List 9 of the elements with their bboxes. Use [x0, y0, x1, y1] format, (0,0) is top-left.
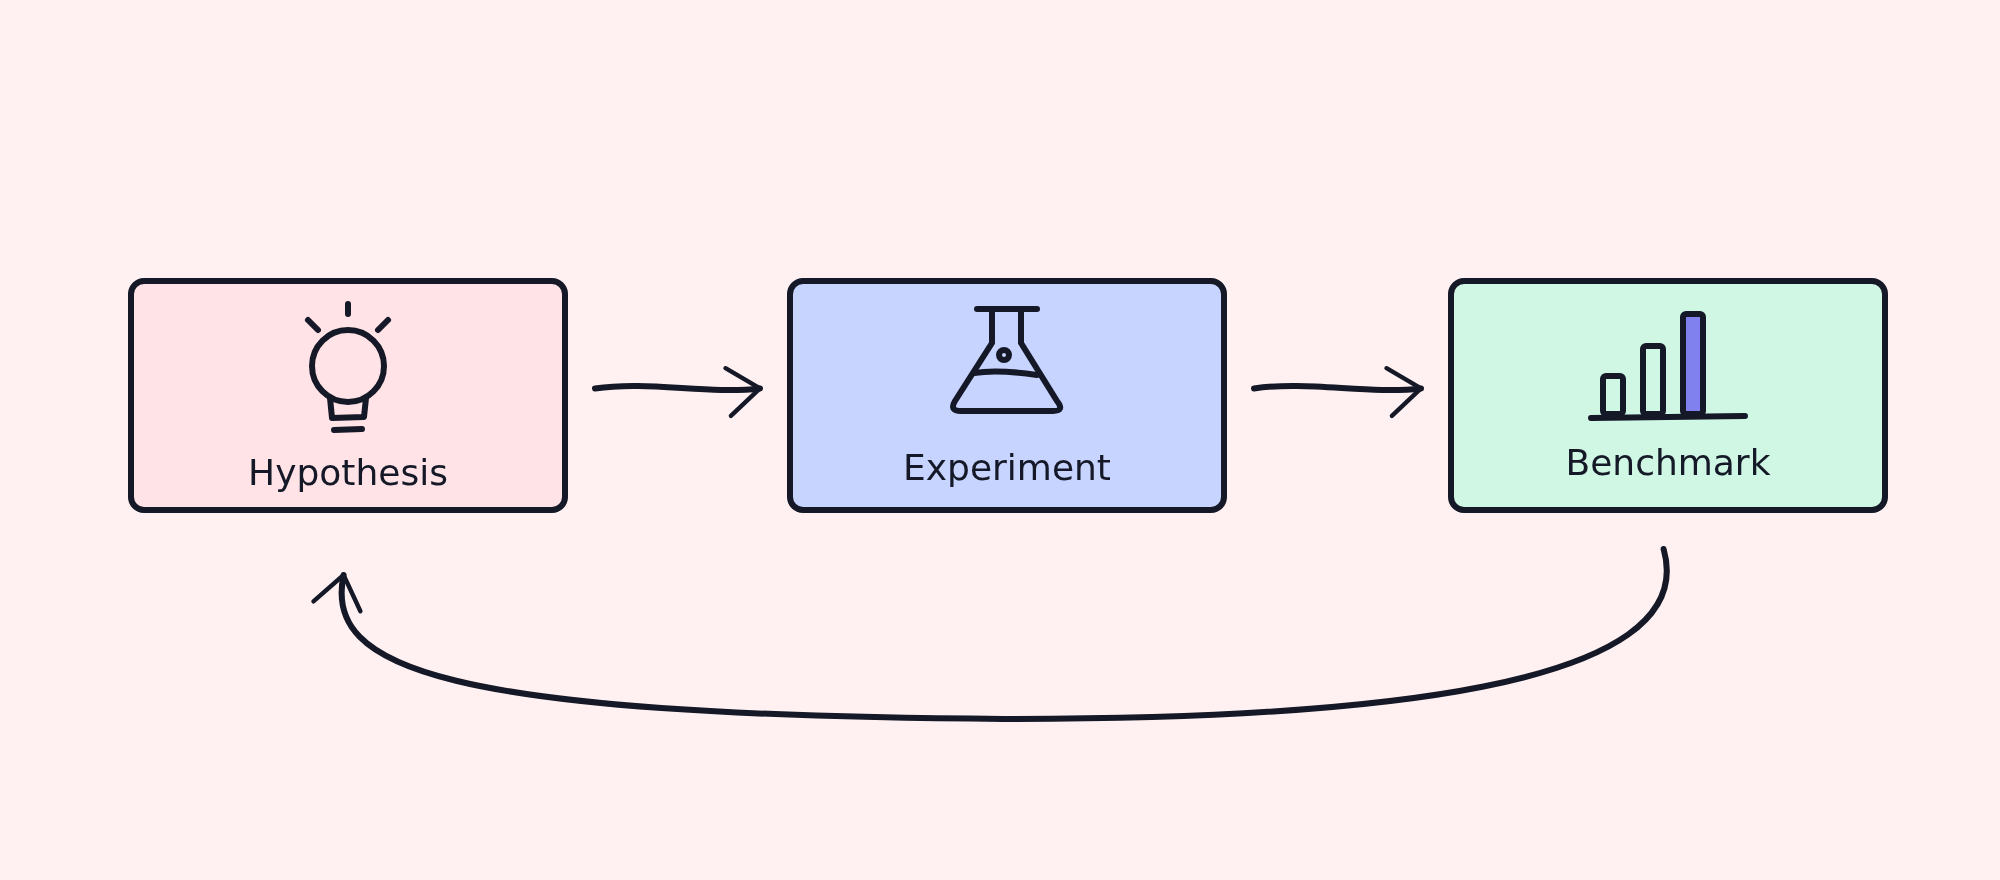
arrow: [592, 364, 763, 418]
process-box: [128, 278, 568, 513]
box-label: Hypothesis: [248, 452, 448, 493]
process-box: [1448, 278, 1888, 513]
arrow: [314, 546, 1669, 722]
box-label: Experiment: [903, 447, 1111, 488]
process-box: [787, 278, 1227, 513]
box-label: Benchmark: [1565, 442, 1771, 483]
arrow: [1251, 364, 1424, 418]
